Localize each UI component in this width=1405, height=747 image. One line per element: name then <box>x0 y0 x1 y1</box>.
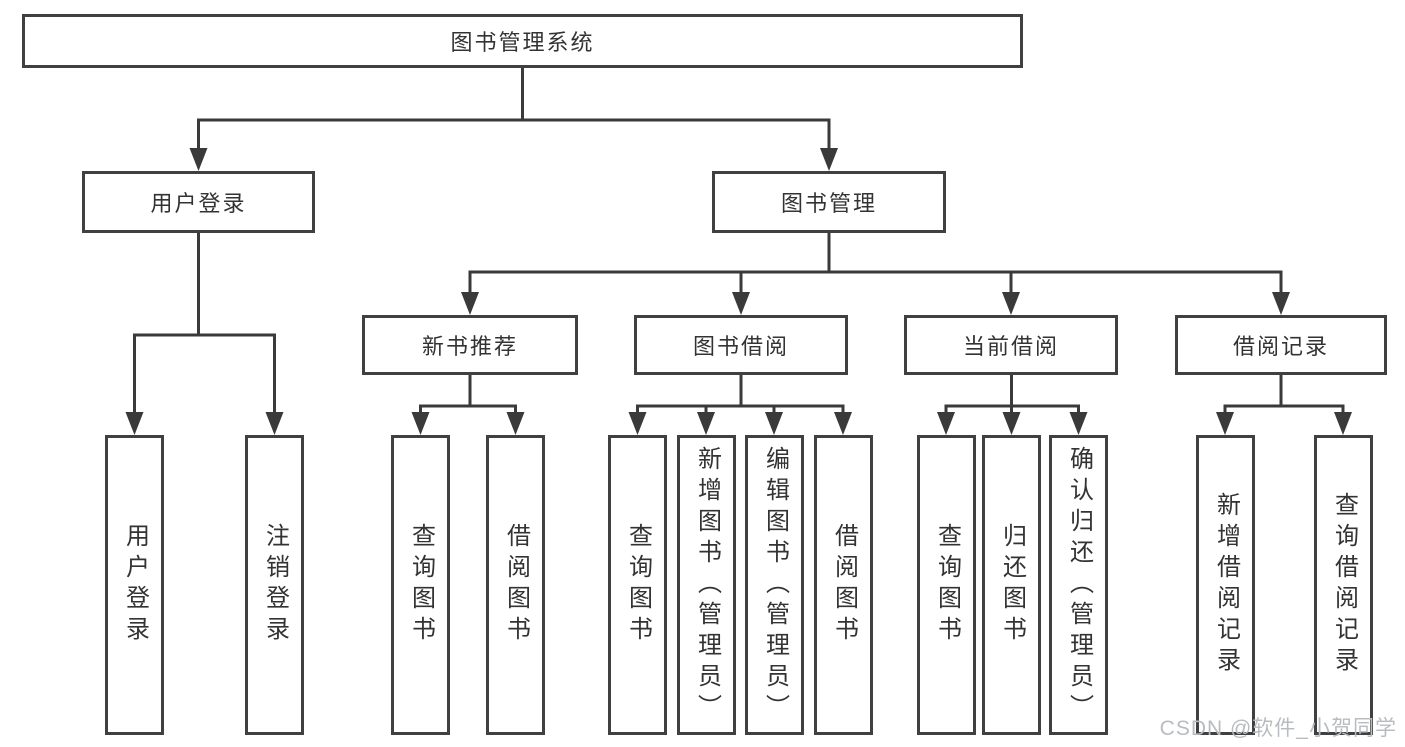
leaf-confirm-return-admin: 确认归还（管理员） <box>1049 435 1108 735</box>
leaf-edit-books-admin: 编辑图书（管理员） <box>745 435 804 735</box>
node-current-borrowing-label: 当前借阅 <box>962 334 1059 359</box>
arrowhead <box>1069 412 1088 435</box>
leaf-add-borrow-record: 新增借阅记录 <box>1196 435 1255 735</box>
node-borrowing-records: 借阅记录 <box>1175 315 1387 375</box>
leaf-add-borrow-record-label: 新增借阅记录 <box>1212 492 1240 678</box>
arrowhead <box>820 148 838 171</box>
connector-lines <box>133 68 1345 413</box>
csdn-watermark: CSDN @软件_小贺同学 <box>1159 717 1397 740</box>
arrowhead <box>1216 412 1234 435</box>
leaf-logout-label: 注销登录 <box>261 523 289 647</box>
arrowhead <box>765 412 783 435</box>
leaf-query-borrow-record: 查询借阅记录 <box>1314 435 1373 735</box>
leaf-query-borrow-record-label: 查询借阅记录 <box>1330 492 1358 678</box>
arrowhead <box>189 148 208 171</box>
arrowhead <box>937 412 955 435</box>
arrowhead <box>411 412 430 435</box>
arrowhead <box>1002 412 1021 435</box>
leaf-logout: 注销登录 <box>245 435 304 735</box>
node-user-login-label: 用户登录 <box>150 191 247 216</box>
node-book-management: 图书管理 <box>712 171 946 233</box>
node-book-borrowing-label: 图书借阅 <box>692 334 789 359</box>
node-new-book-recommend: 新书推荐 <box>362 315 578 375</box>
arrowhead <box>461 292 479 315</box>
leaf-user-login-label: 用户登录 <box>121 523 149 647</box>
arrowhead <box>1272 292 1290 315</box>
leaf-query-books-recommend-label: 查询图书 <box>407 523 435 647</box>
leaf-query-books-recommend: 查询图书 <box>391 435 450 735</box>
leaf-add-books-admin: 新增图书（管理员） <box>677 435 736 735</box>
node-root-label: 图书管理系统 <box>450 30 595 55</box>
node-user-login: 用户登录 <box>82 171 315 233</box>
arrowhead <box>1002 292 1020 315</box>
node-root: 图书管理系统 <box>22 14 1023 68</box>
arrowhead <box>697 412 715 435</box>
leaf-query-books-current-label: 查询图书 <box>933 523 961 647</box>
leaf-edit-books-admin-label: 编辑图书（管理员） <box>761 445 789 725</box>
leaf-add-books-admin-label: 新增图书（管理员） <box>693 445 721 725</box>
leaf-borrow-books-label: 借阅图书 <box>830 523 858 647</box>
arrowhead <box>1334 412 1352 435</box>
node-new-book-recommend-label: 新书推荐 <box>421 334 518 359</box>
leaf-user-login: 用户登录 <box>105 435 164 735</box>
node-book-management-label: 图书管理 <box>780 191 877 216</box>
arrowhead <box>125 412 144 435</box>
leaf-return-books: 归还图书 <box>982 435 1041 735</box>
node-book-borrowing: 图书借阅 <box>634 315 848 375</box>
leaf-return-books-label: 归还图书 <box>998 523 1026 647</box>
leaf-confirm-return-admin-label: 确认归还（管理员） <box>1065 445 1093 725</box>
leaf-borrow-books: 借阅图书 <box>814 435 873 735</box>
arrowhead <box>628 412 647 435</box>
leaf-borrow-books-recommend-label: 借阅图书 <box>502 523 530 647</box>
arrowhead-group <box>125 148 1352 435</box>
leaf-query-books-current: 查询图书 <box>917 435 976 735</box>
leaf-query-books-borrowing-label: 查询图书 <box>624 523 652 647</box>
arrowhead <box>834 412 852 435</box>
leaf-query-books-borrowing: 查询图书 <box>608 435 667 735</box>
arrowhead <box>732 292 750 315</box>
node-current-borrowing: 当前借阅 <box>904 315 1118 375</box>
leaf-borrow-books-recommend: 借阅图书 <box>486 435 545 735</box>
arrowhead <box>506 412 525 435</box>
node-borrowing-records-label: 借阅记录 <box>1232 334 1329 359</box>
arrowhead <box>265 412 284 435</box>
